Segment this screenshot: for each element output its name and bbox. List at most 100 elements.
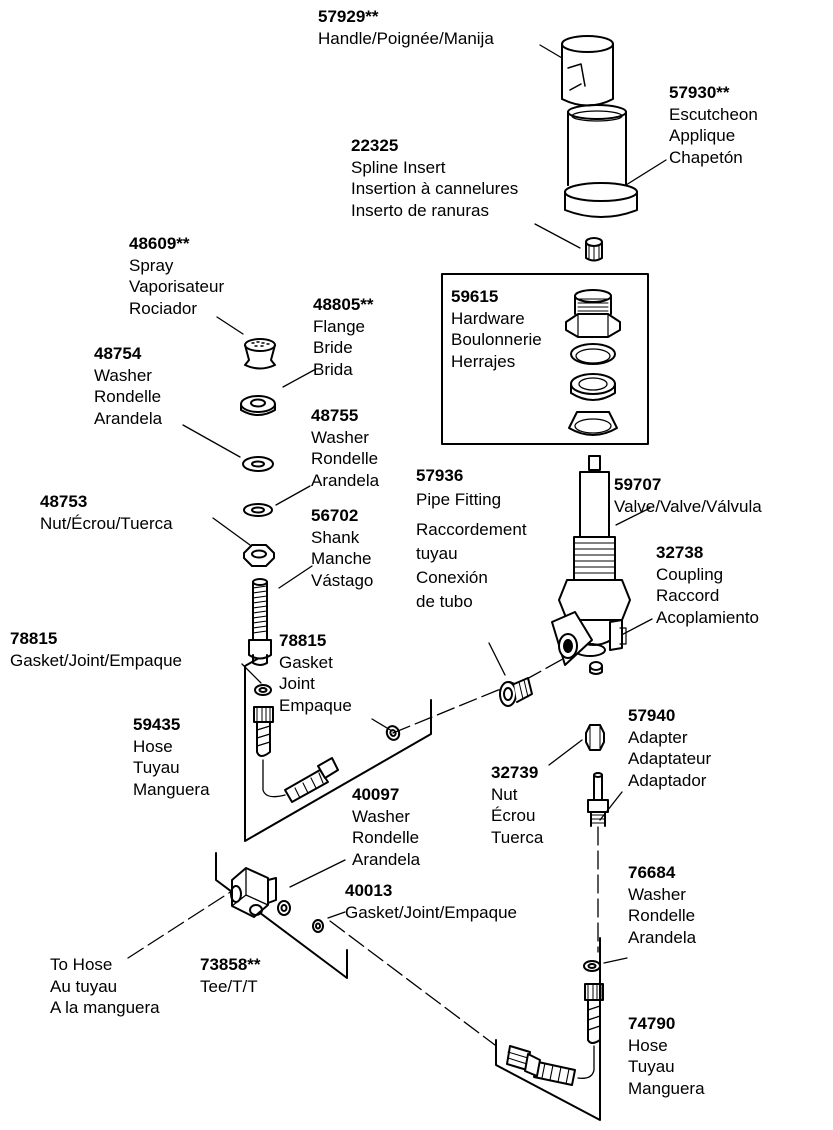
part-number: 59707 <box>614 475 662 494</box>
part-name-en: Adapter <box>628 727 688 747</box>
part-number: 48805** <box>313 295 374 314</box>
label-washer-48754: 48754 Washer Rondelle Arandela <box>94 343 162 429</box>
part-name: Nut/Écrou/Tuerca <box>40 513 173 533</box>
part-name-es: Adaptador <box>628 770 707 790</box>
gasket-78815-b-part <box>385 725 401 741</box>
label-washer-48755: 48755 Washer Rondelle Arandela <box>311 405 379 491</box>
handle-part <box>561 35 614 107</box>
part-name-en: Washer <box>94 365 152 385</box>
part-name-en: Coupling <box>656 564 724 584</box>
part-number: 57936 <box>416 466 464 485</box>
label-escutcheon: 57930** Escutcheon Applique Chapetón <box>669 82 758 168</box>
label-pipe-fitting: 57936 Pipe Fitting Raccordement tuyau Co… <box>416 464 527 614</box>
nut-48753-part <box>243 544 275 567</box>
part-number: 57940 <box>628 706 676 725</box>
part-number: 40013 <box>345 881 393 900</box>
part-name-es: Rociador <box>129 298 198 318</box>
part-name-fr: Rondelle <box>352 828 420 847</box>
part-name-en: Flange <box>313 316 365 336</box>
part-number: 40097 <box>352 785 400 804</box>
part-name-fr: Rondelle <box>311 449 379 468</box>
part-name-en: Hardware <box>451 308 525 328</box>
part-name-es: Inserto de ranuras <box>351 200 489 220</box>
label-hose-59435: 59435 Hose Tuyau Manguera <box>133 714 210 800</box>
part-name-es: Herrajes <box>451 351 516 371</box>
part-number: 59435 <box>133 715 181 734</box>
label-hardware: 59615 Hardware Boulonnerie Herrajes <box>451 286 542 372</box>
part-name-fr: Tuyau <box>628 1057 675 1076</box>
hardware-ring-part <box>570 343 616 365</box>
part-name-en: Hose <box>628 1035 668 1055</box>
part-number: 48753 <box>40 492 88 511</box>
shank-part <box>248 578 272 666</box>
to-hose-fr: Au tuyau <box>50 976 118 996</box>
washer-48754-part <box>242 456 274 472</box>
part-number: 57929** <box>318 7 379 26</box>
washer-40097-part <box>277 900 291 916</box>
part-name-es: Arandela <box>311 470 380 490</box>
hardware-seat-part <box>568 411 618 436</box>
label-adapter: 57940 Adapter Adaptateur Adaptador <box>628 705 711 791</box>
part-name-es-2: de tubo <box>416 592 473 611</box>
part-name-es: Empaque <box>279 695 352 715</box>
part-name-fr: Insertion à cannelures <box>351 179 519 198</box>
part-name-en: Washer <box>311 427 369 447</box>
part-name-es: Arandela <box>628 927 697 947</box>
part-name-es: Tuerca <box>491 827 544 847</box>
washer-48755-part <box>243 503 273 517</box>
part-number: 32739 <box>491 763 539 782</box>
label-shank: 56702 Shank Manche Vástago <box>311 505 373 591</box>
label-washer-40097: 40097 Washer Rondelle Arandela <box>352 784 420 870</box>
part-number: 56702 <box>311 506 359 525</box>
hardware-cone-washer-part <box>570 373 616 401</box>
part-name-en: Spline Insert <box>351 157 446 177</box>
gasket-40013-part <box>312 919 324 933</box>
part-number: 73858** <box>200 955 261 974</box>
adapter-part <box>587 772 609 827</box>
part-name-fr: Rondelle <box>94 387 162 406</box>
label-spline-insert: 22325 Spline Insert Insertion à cannelur… <box>351 135 518 221</box>
part-name-fr: Adaptateur <box>628 749 712 768</box>
part-number: 48609** <box>129 234 190 253</box>
label-handle: 57929** Handle/Poignée/Manija <box>318 6 494 49</box>
part-number: 48755 <box>311 406 359 425</box>
part-number: 76684 <box>628 863 676 882</box>
hose-74790-part <box>506 983 604 1086</box>
label-gasket-78815-a: 78815 Gasket/Joint/Empaque <box>10 628 182 671</box>
part-number: 59615 <box>451 287 499 306</box>
part-name-fr: Écrou <box>491 806 536 825</box>
part-name: Gasket/Joint/Empaque <box>345 902 517 922</box>
part-name-fr: Rondelle <box>628 906 696 925</box>
part-name: Handle/Poignée/Manija <box>318 28 494 48</box>
label-spray: 48609** Spray Vaporisateur Rociador <box>129 233 224 319</box>
part-name-es: Vástago <box>311 570 374 590</box>
to-hose-en: To Hose <box>50 955 113 974</box>
part-number: 78815 <box>279 631 327 650</box>
coupling-part <box>589 661 603 675</box>
part-name-fr: Boulonnerie <box>451 330 542 349</box>
part-name-es: Arandela <box>352 849 421 869</box>
label-flange: 48805** Flange Bride Brida <box>313 294 374 380</box>
part-name-es: Acoplamiento <box>656 607 760 627</box>
label-tee: 73858** Tee/T/T <box>200 954 261 997</box>
label-valve: 59707 Valve/Valve/Válvula <box>614 474 762 517</box>
part-name-fr: Applique <box>669 126 736 145</box>
label-gasket-78815-b: 78815 Gasket Joint Empaque <box>279 630 352 716</box>
part-name-en: Hose <box>133 736 173 756</box>
tee-part <box>230 867 277 918</box>
part-name-fr-2: tuyau <box>416 544 458 563</box>
assembly-lines <box>127 654 599 1046</box>
label-to-hose: To Hose Au tuyau A la manguera <box>50 954 160 1019</box>
flange-part <box>240 395 276 416</box>
pipe-fitting-part <box>499 677 533 707</box>
part-name: Valve/Valve/Válvula <box>614 496 762 516</box>
label-washer-76684: 76684 Washer Rondelle Arandela <box>628 862 696 948</box>
part-number: 22325 <box>351 136 399 155</box>
part-name-es: Manguera <box>628 1078 705 1098</box>
part-number: 57930** <box>669 83 730 102</box>
hardware-kit-box <box>441 273 649 445</box>
part-number: 48754 <box>94 344 142 363</box>
part-name: Gasket/Joint/Empaque <box>10 650 182 670</box>
valve-part <box>551 455 631 666</box>
escutcheon-part <box>564 104 638 218</box>
